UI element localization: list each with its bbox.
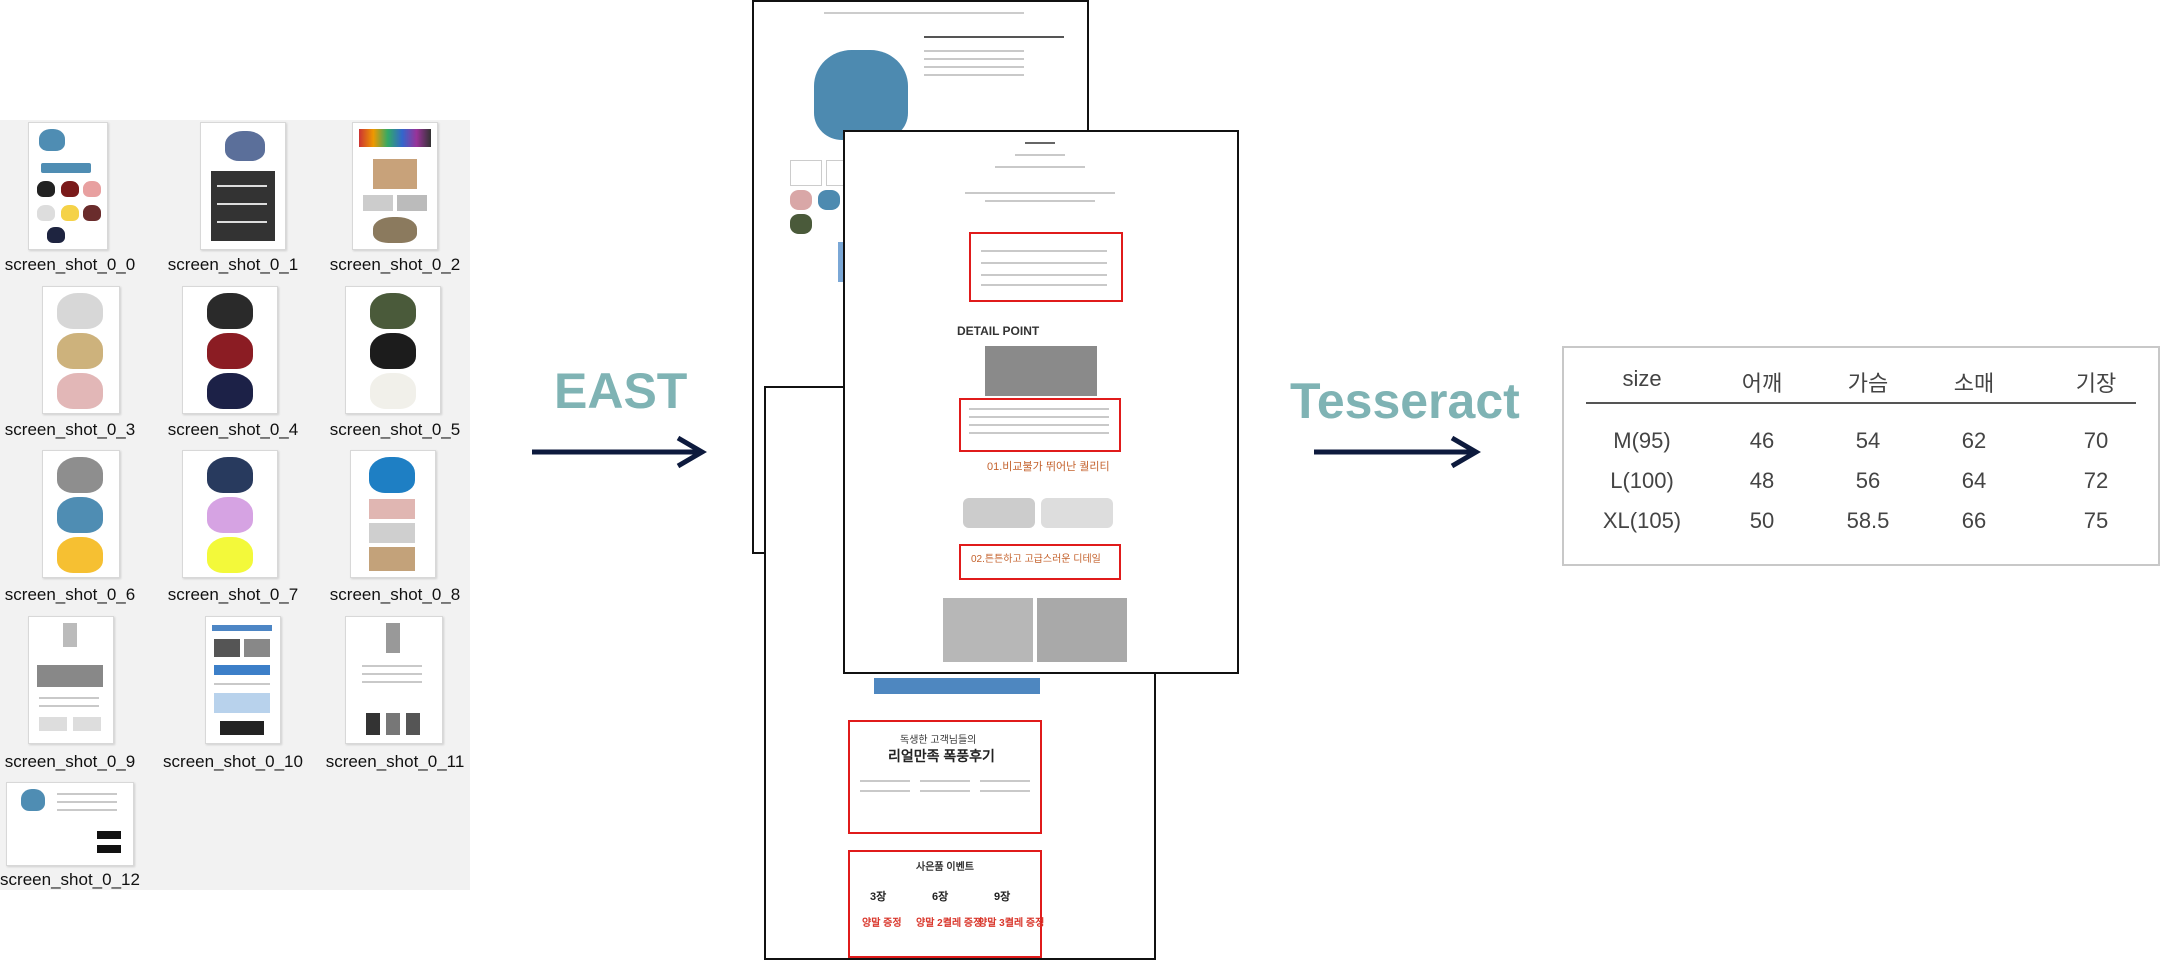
thumbnail-6[interactable] [42, 450, 120, 578]
table-header-size: size [1622, 366, 1662, 391]
table-cell: 48 [1749, 468, 1775, 493]
thumbnail-label: screen_shot_0_7 [167, 585, 299, 604]
event-gift-a: 양말 증정 [862, 918, 902, 929]
thumbnail-label: screen_shot_0_0 [4, 255, 136, 274]
thumbnail-label: screen_shot_0_5 [329, 420, 461, 439]
table-cell: 58.5 [1846, 508, 1890, 533]
tesseract-label: Tesseract [1290, 373, 1520, 429]
thumbnail-8[interactable] [350, 450, 436, 578]
table-cell: L(100) [1610, 468, 1674, 493]
table-cell: 56 [1855, 468, 1881, 493]
thumbnail-0[interactable] [28, 122, 108, 250]
thumbnail-5[interactable] [345, 286, 441, 414]
table-header-shoulder: 어깨 [1741, 371, 1783, 396]
thumbnail-11[interactable] [345, 616, 443, 744]
file-thumbnail-grid: screen_shot_0_0 screen_shot_0_1 screen_s… [0, 120, 470, 890]
table-cell: 66 [1961, 508, 1987, 533]
detail-point-heading: DETAIL POINT [957, 324, 1040, 338]
table-header-chest: 가슴 [1847, 371, 1889, 396]
text-region-box [848, 720, 1042, 834]
table-header-divider [1586, 402, 2136, 404]
size-table: size 어깨 가슴 소매 기장 M(95) 46 54 62 70 L(100… [1562, 346, 2160, 566]
table-cell: XL(105) [1602, 508, 1682, 533]
thumbnail-4[interactable] [182, 286, 278, 414]
review-subtitle: 독생한 고객님들의 [900, 735, 977, 746]
product-page-front: DETAIL POINT 01.비교불가 뛰어난 퀄리티 02.튼튼하고 고급스… [843, 130, 1239, 674]
thumbnail-label: screen_shot_0_6 [4, 585, 136, 604]
thumbnail-label: screen_shot_0_2 [329, 255, 461, 274]
table-cell: 72 [2083, 468, 2109, 493]
event-title: 사은품 이벤트 [916, 862, 974, 873]
text-region-box [969, 232, 1123, 302]
thumbnail-3[interactable] [42, 286, 120, 414]
event-gift-c: 양말 3켤레 증정 [978, 918, 1045, 929]
east-label: EAST [554, 363, 688, 419]
event-count-a: 3장 [870, 891, 887, 903]
thumbnail-9[interactable] [28, 616, 114, 744]
arrow-right-icon [1314, 435, 1481, 469]
table-cell: 70 [2083, 428, 2109, 453]
point-2-heading: 02.튼튼하고 고급스러운 디테일 [971, 554, 1101, 565]
table-header-sleeve: 소매 [1953, 371, 1995, 396]
text-region-box [959, 544, 1121, 580]
thumbnail-label: screen_shot_0_11 [325, 752, 465, 771]
thumbnail-label: screen_shot_0_10 [163, 752, 303, 771]
thumbnail-label: screen_shot_0_1 [167, 255, 299, 274]
event-count-c: 9장 [994, 891, 1011, 903]
event-gift-b: 양말 2켤레 증정 [916, 918, 983, 929]
thumbnail-10[interactable] [205, 616, 281, 744]
table-cell: 62 [1961, 428, 1987, 453]
thumbnail-7[interactable] [182, 450, 278, 578]
table-cell: 54 [1855, 428, 1881, 453]
table-header-length: 기장 [2075, 371, 2117, 396]
arrow-right-icon [532, 435, 707, 469]
thumbnail-label: screen_shot_0_3 [4, 420, 136, 439]
table-cell: M(95) [1613, 428, 1671, 453]
text-region-box [959, 398, 1121, 452]
thumbnail-label: screen_shot_0_12 [0, 870, 140, 889]
table-cell: 64 [1961, 468, 1987, 493]
event-count-b: 6장 [932, 891, 949, 903]
point-1-heading: 01.비교불가 뛰어난 퀄리티 [987, 461, 1110, 473]
table-cell: 50 [1749, 508, 1775, 533]
thumbnail-12[interactable] [6, 782, 134, 866]
thumbnail-label: screen_shot_0_4 [167, 420, 299, 439]
thumbnail-label: screen_shot_0_9 [4, 752, 136, 771]
thumbnail-1[interactable] [200, 122, 286, 250]
thumbnail-2[interactable] [352, 122, 438, 250]
table-cell: 75 [2083, 508, 2109, 533]
thumbnail-label: screen_shot_0_8 [329, 585, 461, 604]
table-cell: 46 [1749, 428, 1775, 453]
review-title: 리얼만족 폭풍후기 [888, 748, 995, 764]
